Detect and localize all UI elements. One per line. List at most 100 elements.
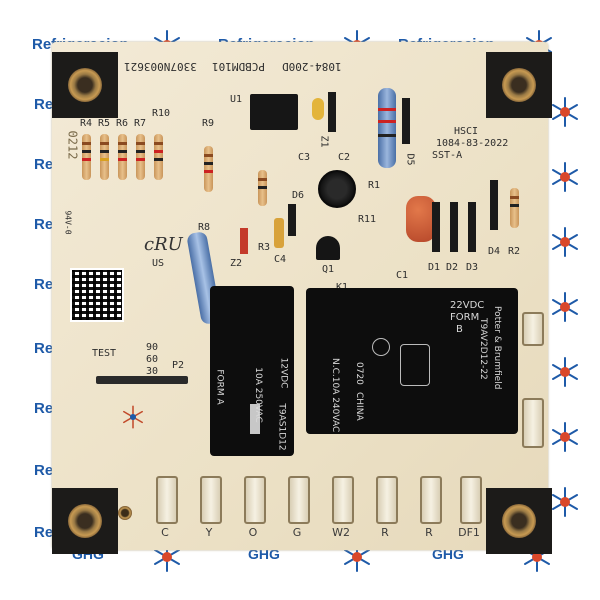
- mounting-hole-bottom-right: [486, 488, 552, 554]
- relay-terminal[interactable]: [522, 398, 544, 448]
- label-c3: C3: [298, 152, 311, 163]
- rating-label: 94V-0: [63, 210, 73, 235]
- resistor-large: [378, 88, 396, 168]
- jumper-label: P2: [172, 360, 185, 371]
- code-b-label: 1084-200D: [282, 60, 342, 73]
- relay-small-line4: T9AS1D12: [276, 403, 287, 451]
- terminal-df1[interactable]: [460, 476, 482, 524]
- label-d6: D6: [292, 190, 305, 201]
- solder-pad: [118, 506, 132, 520]
- resistor-r2: [510, 188, 519, 228]
- resistor-band: [378, 134, 396, 137]
- snowflake-icon: [344, 542, 370, 572]
- hsci-code: 1084-83-2022: [436, 138, 509, 149]
- jumper-header[interactable]: [96, 376, 188, 384]
- code-a-label: 3307N003621: [124, 60, 197, 73]
- coil-symbol-icon: [400, 344, 430, 386]
- relay-small-line1: FORM A: [214, 369, 225, 405]
- terminal-w2[interactable]: [332, 476, 354, 524]
- relay-terminal[interactable]: [522, 312, 544, 346]
- relay-tab: [250, 404, 260, 434]
- relay-rating: N.C.10A 240VAC: [330, 358, 340, 433]
- speed-label-30: 30: [146, 366, 159, 377]
- capacitor-c1: [406, 196, 436, 242]
- part-number-label: PCBDM101: [212, 60, 265, 73]
- terminal-label-y: Y: [205, 526, 213, 539]
- diode-d6: [288, 204, 296, 236]
- ic-u1: [250, 94, 298, 130]
- snowflake-icon: [552, 227, 578, 257]
- label-z2: Z2: [230, 258, 243, 269]
- label-d1: D1: [428, 262, 441, 273]
- terminal-r[interactable]: [376, 476, 398, 524]
- label-q1: Q1: [322, 264, 335, 275]
- diode-d3: [468, 202, 476, 252]
- mounting-hole-top-right: [486, 52, 552, 118]
- relay-small-line2: 10A 250VAC: [252, 367, 263, 423]
- terminal-label-r: R: [381, 526, 389, 539]
- snowflake-icon: [552, 487, 578, 517]
- terminal-label-o: O: [248, 526, 258, 539]
- ul-logo: cRU: [144, 234, 183, 255]
- snowflake-icon: [552, 292, 578, 322]
- label-r7: R7: [134, 118, 147, 129]
- watermark-brand-partial: Re: [34, 524, 54, 541]
- label-u1: U1: [230, 94, 243, 105]
- label-c4: C4: [274, 254, 287, 265]
- label-z1: Z1: [318, 135, 330, 148]
- label-r2: R2: [508, 246, 521, 257]
- label-r10: R10: [152, 108, 171, 119]
- label-d3: D3: [466, 262, 479, 273]
- terminal-c[interactable]: [156, 476, 178, 524]
- terminal-label-g: G: [292, 526, 302, 539]
- resistor-r10: [154, 134, 163, 180]
- terminal-label-w2: W2: [332, 526, 350, 539]
- speed-label-90: 90: [146, 342, 159, 353]
- terminal-o[interactable]: [244, 476, 266, 524]
- ul-recognized-icon: [372, 338, 390, 356]
- relay-origin: CHINA: [354, 392, 364, 421]
- capacitor-c3: [312, 98, 324, 120]
- label-r9: R9: [202, 118, 215, 129]
- relay-small: FORM A 10A 250VAC 12VDC T9AS1D12: [210, 286, 294, 456]
- label-c1: C1: [396, 270, 409, 281]
- diode-d2: [450, 202, 458, 252]
- watermark-brand-partial: Re: [34, 96, 54, 113]
- snowflake-icon: [552, 162, 578, 192]
- relay-voltage: 22VDC: [450, 300, 485, 311]
- label-d5: D5: [404, 153, 416, 166]
- resistor-r5: [100, 134, 109, 180]
- diode-d1: [432, 202, 440, 252]
- watermark-ghg-2: GHG: [248, 546, 280, 562]
- diode-z1: [328, 92, 336, 132]
- label-r1: R1: [368, 180, 381, 191]
- terminal-label-df1: DF1: [458, 526, 480, 539]
- speed-label-60: 60: [146, 354, 159, 365]
- terminal-label-c: C: [161, 526, 169, 539]
- label-r3: R3: [258, 242, 271, 253]
- snowflake-icon: [552, 357, 578, 387]
- relay-form-type: B: [456, 324, 463, 335]
- label-r4: R4: [80, 118, 93, 129]
- label-r8: R8: [198, 222, 211, 233]
- resistor-r6: [118, 134, 127, 180]
- resistor: [258, 170, 267, 206]
- terminal-y[interactable]: [200, 476, 222, 524]
- label-k1: K1: [336, 282, 348, 293]
- relay-brand: Potter & Brumfield: [492, 306, 502, 390]
- datamatrix-code: [70, 268, 124, 322]
- hsci-label: HSCI: [454, 126, 479, 137]
- label-r11: R11: [358, 214, 377, 225]
- watermark-ghg-3: GHG: [432, 546, 464, 562]
- terminal-r[interactable]: [420, 476, 442, 524]
- snowflake-icon: [552, 97, 578, 127]
- diode-d5: [402, 98, 410, 144]
- transistor-q1: [316, 236, 340, 260]
- ul-us-label: US: [152, 258, 165, 269]
- terminal-g[interactable]: [288, 476, 310, 524]
- snowflake-icon: [552, 422, 578, 452]
- mounting-hole-bottom-left: [52, 488, 118, 554]
- watermark-brand-partial: Re: [34, 400, 54, 417]
- terminal-label-r: R: [425, 526, 433, 539]
- relay-small-line3: 12VDC: [278, 357, 289, 389]
